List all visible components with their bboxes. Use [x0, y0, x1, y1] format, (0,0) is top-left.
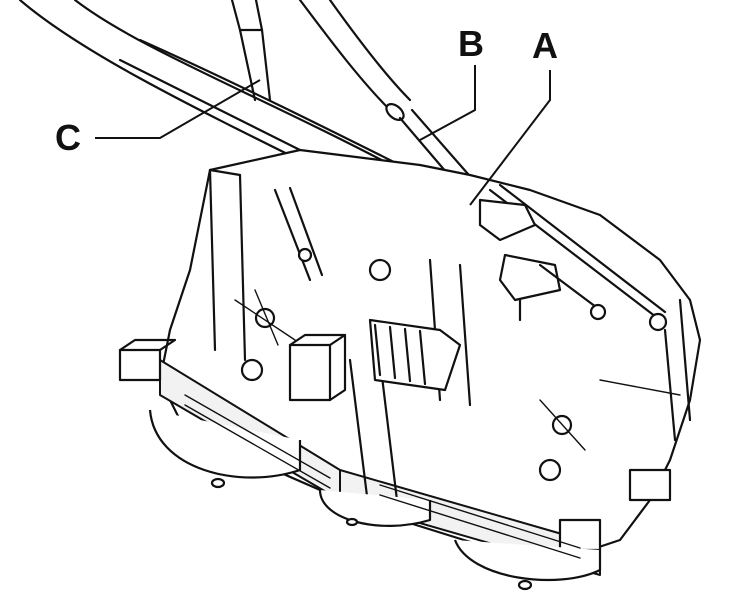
callout-labels: A B C [55, 23, 558, 158]
callout-a: A [532, 25, 558, 66]
leader-b [419, 65, 476, 141]
callout-c: C [55, 117, 81, 158]
callout-b: B [458, 23, 484, 64]
leader-c [95, 79, 261, 139]
leader-a [469, 70, 551, 206]
leader-lines [95, 65, 551, 206]
housing-body [118, 148, 702, 591]
